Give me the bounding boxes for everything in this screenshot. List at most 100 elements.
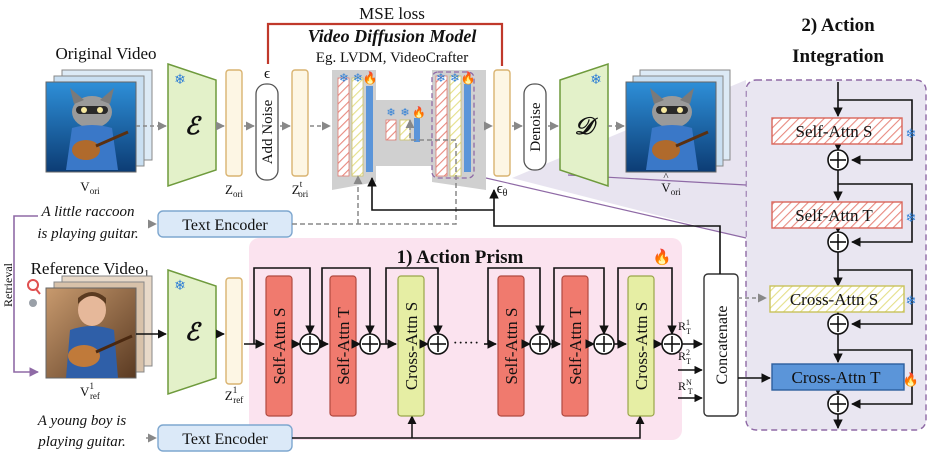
snowflake-icon: ❄ <box>339 71 349 85</box>
decoder-top <box>559 62 609 188</box>
search-icon <box>27 279 41 307</box>
denoise-box <box>523 83 547 171</box>
v-ori-sub: ori <box>90 186 100 196</box>
prism-flow <box>244 267 703 349</box>
integration-block-self-attn-s <box>771 117 903 145</box>
fire-icon: 🔥 <box>653 248 672 266</box>
epsilon-theta-latent <box>493 69 511 177</box>
prompt-1-line-1: A little raccoon <box>40 204 134 220</box>
svg-text:Self-Attn T: Self-Attn T <box>795 206 873 225</box>
video-diffusion-unet <box>332 70 486 190</box>
svg-text:Cross-Attn T: Cross-Attn T <box>792 368 882 387</box>
snowflake-icon: ❄ <box>906 294 917 309</box>
svg-text:R1T: R1T <box>678 318 691 336</box>
prompt-2-line-1: A young boy is <box>37 413 127 429</box>
snowflake-icon: ❄ <box>906 127 917 142</box>
add-noise-label: Add Noise <box>260 99 276 164</box>
concatenate-box <box>703 273 739 417</box>
snowflake-icon: ❄ <box>174 278 186 294</box>
model-examples: Eg. LVDM, VideoCrafter <box>316 50 468 66</box>
z-ori-label: Z <box>225 182 233 197</box>
v-ref-label: V <box>80 384 90 399</box>
encoder-top-symbol: ℰ <box>185 114 203 140</box>
svg-text:Cross-Attn S: Cross-Attn S <box>402 302 421 390</box>
original-video-label: Original Video <box>55 44 156 63</box>
retrieval-label: Retrieval <box>1 262 15 307</box>
action-prism-title: 1) Action Prism <box>397 247 524 268</box>
v-hat-label: V <box>661 180 671 195</box>
v-hat-sub: ori <box>671 187 681 197</box>
prompt-1-line-2: is playing guitar. <box>37 226 138 242</box>
snowflake-icon: ❄ <box>353 71 363 85</box>
reference-video-sub: 1 <box>144 268 150 280</box>
v-ref-sup: 1 <box>89 381 94 391</box>
z-t-ori-sub: ori <box>298 189 308 199</box>
retrieval-bracket <box>13 215 39 377</box>
concat-to-unet <box>489 189 721 274</box>
z-ref-sub: ref <box>233 395 243 405</box>
svg-text:ϵθ: ϵθ <box>497 181 508 199</box>
raccoon-image <box>66 88 129 170</box>
integration-block-cross-attn-t <box>771 363 905 391</box>
rn-label: R <box>678 379 686 393</box>
integration-title-line-2: Integration <box>792 46 884 67</box>
r2-sup: 2 <box>686 348 690 357</box>
snowflake-icon: ❄ <box>436 71 446 85</box>
mse-loss-bracket <box>266 22 504 66</box>
svg-text:Self-Attn S: Self-Attn S <box>502 308 521 385</box>
r1-sub: T <box>686 327 691 336</box>
z-ref-latent <box>225 277 243 385</box>
encoder-bottom-symbol: ℰ <box>185 320 203 346</box>
svg-text:Vori: Vori <box>80 179 100 196</box>
integration-block-cross-attn-s <box>769 285 905 313</box>
z-t-ori-latent <box>291 69 309 177</box>
snowflake-icon: ❄ <box>590 72 602 88</box>
z-ref-sup: 1 <box>233 385 238 395</box>
z-t-ori-sup: t <box>300 179 303 189</box>
v-ori-label: V <box>80 179 90 194</box>
z-ori-sub: ori <box>233 189 243 199</box>
svg-text:RNT: RNT <box>678 378 693 396</box>
epsilon-theta-sub: θ <box>503 188 508 199</box>
svg-text:Reference Video1: Reference Video1 <box>31 259 150 280</box>
denoise-label: Denoise <box>528 102 544 151</box>
fire-icon: 🔥 <box>412 106 426 119</box>
boy-with-guitar-image <box>66 292 133 378</box>
rn-sup: N <box>686 378 692 387</box>
r2-sub: T <box>686 357 691 366</box>
r1-sup: 1 <box>686 318 690 327</box>
epsilon-label: ϵ <box>264 66 270 82</box>
svg-text:R2T: R2T <box>678 348 691 366</box>
snowflake-icon: ❄ <box>400 106 409 119</box>
text-encoder-bottom-label: Text Encoder <box>182 431 268 448</box>
output-video-frames <box>625 69 731 173</box>
prism-text-cond-path <box>292 415 645 439</box>
fire-icon: 🔥 <box>363 71 378 85</box>
r1-label: R <box>678 319 686 333</box>
add-noise-box <box>255 83 279 181</box>
epsilon-theta-label: ϵ <box>497 181 503 197</box>
z-ref-label: Z <box>225 388 233 403</box>
snowflake-icon: ❄ <box>174 72 186 88</box>
text-encoder-top-label: Text Encoder <box>182 217 268 234</box>
snowflake-icon: ❄ <box>906 211 917 226</box>
rn-sub: T <box>688 387 693 396</box>
encoder-bottom <box>167 268 217 396</box>
fire-icon: 🔥 <box>461 71 476 85</box>
v-ref-sub: ref <box>90 391 100 401</box>
model-title: Video Diffusion Model <box>308 26 477 46</box>
text-cond-dashed-path <box>292 119 457 225</box>
original-video-frames <box>45 69 153 173</box>
v-hat-accent: ^ <box>663 171 669 183</box>
svg-text:Vori: Vori <box>661 180 681 197</box>
encoder-top <box>167 62 217 188</box>
action-integration-panel <box>745 79 927 431</box>
z-t-ori-label: Z <box>292 182 300 197</box>
prism-blocks: Self-Attn S Self-Attn T Cross-Attn S Sel… <box>265 275 655 417</box>
svg-text:Cross-Attn S: Cross-Attn S <box>632 302 651 390</box>
svg-text:Cross-Attn S: Cross-Attn S <box>790 290 878 309</box>
